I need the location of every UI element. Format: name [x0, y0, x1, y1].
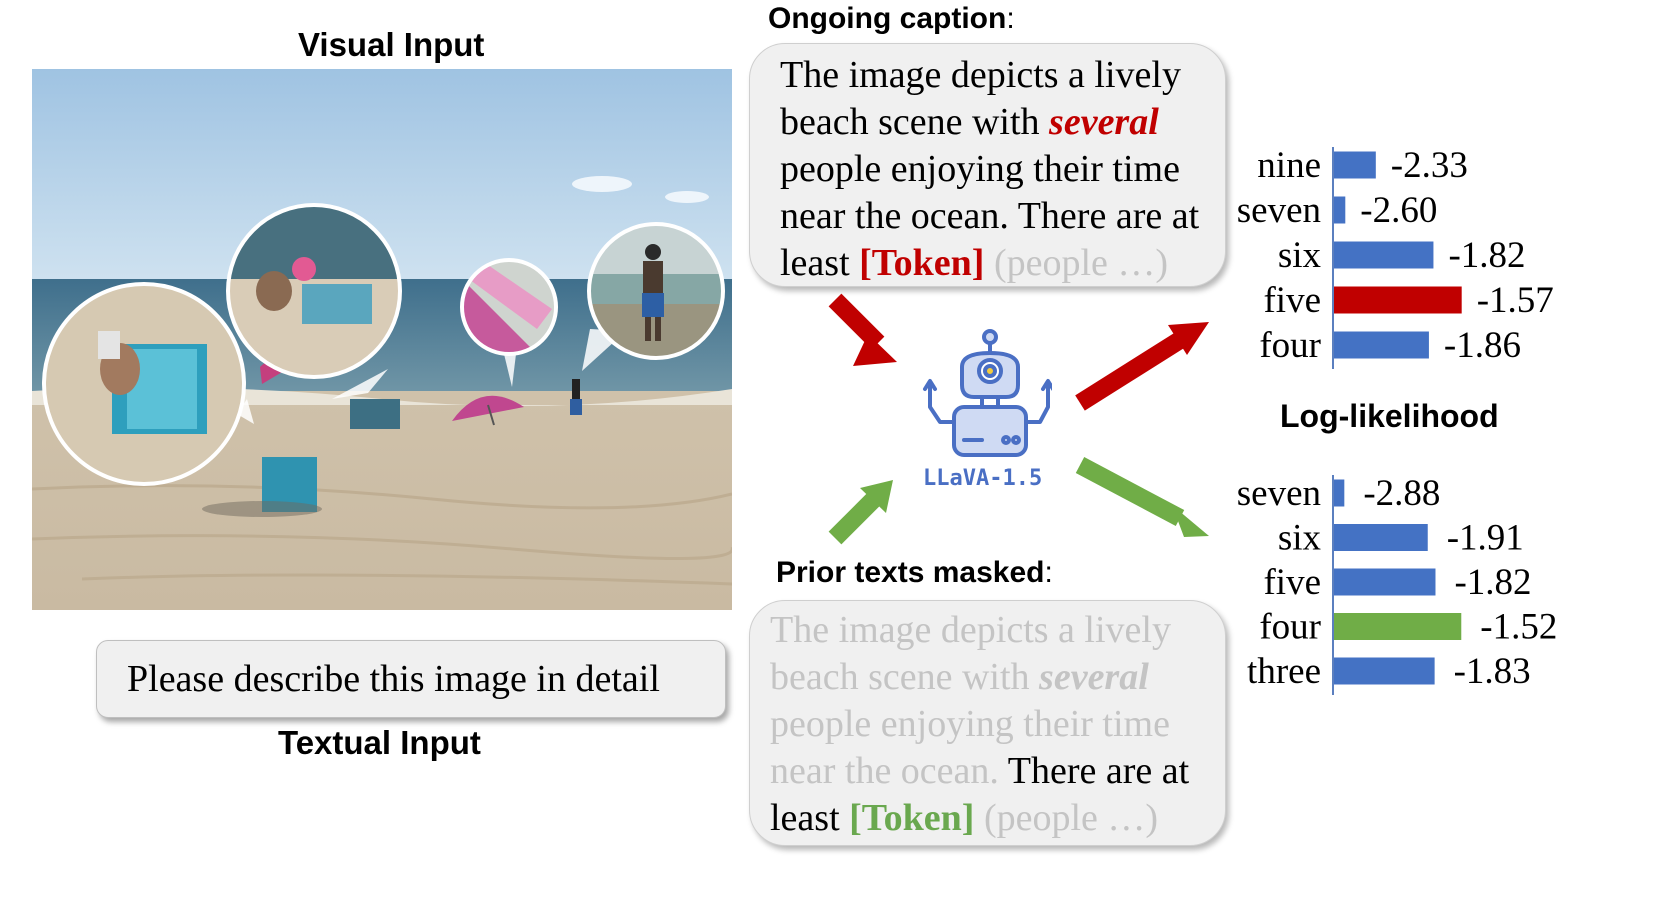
masked-emphasis-several: several: [1039, 656, 1149, 698]
value-label-six: -1.82: [1448, 235, 1525, 276]
arrow-model-to-top-chart: [1075, 322, 1209, 411]
masked-segment: near the ocean.: [770, 750, 999, 792]
caption-line: The image depicts a lively: [780, 52, 1199, 99]
beach-photo: [32, 69, 732, 610]
textual-input-prompt: Please describe this image in detail: [127, 658, 660, 700]
value-label-seven: -2.88: [1363, 473, 1440, 514]
masked-segment-visible: There are at: [998, 750, 1190, 792]
prior-masked-bubble: The image depicts a lively beach scene w…: [749, 600, 1226, 846]
prior-masked-title: Prior texts masked: [776, 556, 1045, 589]
caption-segment: The image depicts a lively: [780, 54, 1181, 96]
textual-input-box: Please describe this image in detail: [96, 640, 726, 718]
masked-continuation: (people …): [974, 797, 1159, 839]
prior-masked-text: The image depicts a lively beach scene w…: [770, 607, 1189, 842]
arrow-caption-to-model: [828, 293, 897, 366]
bar-seven: [1334, 196, 1346, 224]
category-label-seven: seven: [1237, 190, 1321, 231]
category-label-four: four: [1259, 325, 1321, 366]
bar-four: [1334, 613, 1462, 640]
category-label-five: five: [1263, 280, 1321, 321]
model-name: LLaVA-1.5: [923, 466, 1043, 491]
masked-line: least [Token] (people …): [770, 795, 1189, 842]
category-label-six: six: [1278, 235, 1322, 276]
value-label-four: -1.86: [1444, 325, 1521, 366]
robot-icon: [923, 329, 1052, 457]
caption-line: near the ocean. There are at: [780, 193, 1199, 240]
category-label-five: five: [1263, 562, 1321, 603]
bar-six: [1334, 524, 1428, 551]
log-likelihood-chart-bottom: seven -2.88 six -1.91 five -1.82 four -1.52 thre…: [1237, 473, 1557, 695]
bar-five: [1334, 568, 1436, 596]
caption-segment: least: [780, 242, 860, 284]
caption-continuation: (people …): [984, 242, 1169, 284]
value-label-seven: -2.60: [1360, 190, 1437, 231]
masked-line: near the ocean. There are at: [770, 748, 1189, 795]
category-label-four: four: [1259, 607, 1321, 648]
bar-five: [1334, 286, 1462, 314]
ongoing-caption-title: Ongoing caption: [768, 2, 1007, 35]
category-label-seven: seven: [1237, 473, 1321, 514]
textual-input-heading: Textual Input: [278, 724, 481, 761]
ongoing-caption-text: The image depicts a lively beach scene w…: [780, 52, 1199, 287]
bar-nine: [1334, 151, 1376, 179]
bar-three: [1334, 657, 1435, 685]
category-label-nine: nine: [1257, 145, 1321, 186]
caption-segment: people enjoying their time: [780, 148, 1180, 190]
masked-segment: beach scene with: [770, 656, 1040, 698]
masked-line: people enjoying their time: [770, 701, 1189, 748]
caption-emphasis-several: several: [1049, 101, 1159, 143]
value-label-four: -1.52: [1480, 607, 1557, 648]
value-label-five: -1.57: [1477, 280, 1554, 321]
caption-line: people enjoying their time: [780, 146, 1199, 193]
log-likelihood-label: Log-likelihood: [1280, 398, 1499, 434]
value-label-three: -1.83: [1454, 651, 1531, 692]
caption-line: least [Token] (people …): [780, 240, 1199, 287]
caption-line: beach scene with several: [780, 99, 1199, 146]
category-label-three: three: [1247, 651, 1321, 692]
masked-segment-visible: least: [770, 797, 850, 839]
caption-token-red: [Token]: [859, 242, 985, 284]
ongoing-caption-bubble: The image depicts a lively beach scene w…: [749, 43, 1226, 287]
caption-segment: beach scene with: [780, 101, 1050, 143]
visual-input-heading: Visual Input: [298, 26, 485, 63]
bar-seven: [1334, 479, 1345, 507]
value-label-nine: -2.33: [1391, 145, 1468, 186]
prior-masked-colon: :: [1044, 556, 1053, 589]
prior-masked-heading: Prior texts masked:: [776, 556, 1053, 590]
log-likelihood-chart-top: nine -2.33 seven -2.60 six -1.82 five -1.57 four…: [1237, 145, 1554, 369]
ongoing-caption-colon: :: [1006, 2, 1015, 35]
arrow-masked-to-model: [828, 480, 893, 545]
masked-segment: The image depicts a lively: [770, 609, 1171, 651]
bar-four: [1334, 331, 1429, 359]
arrow-model-to-bottom-chart: [1075, 457, 1209, 537]
masked-line: The image depicts a lively: [770, 607, 1189, 654]
masked-segment: people enjoying their time: [770, 703, 1170, 745]
bar-six: [1334, 241, 1434, 269]
caption-segment: near the ocean. There are at: [780, 195, 1200, 237]
masked-token-green: [Token]: [849, 797, 975, 839]
category-label-six: six: [1278, 518, 1322, 559]
masked-line: beach scene with several: [770, 654, 1189, 701]
ongoing-caption-heading: Ongoing caption:: [768, 2, 1015, 36]
value-label-five: -1.82: [1454, 562, 1531, 603]
value-label-six: -1.91: [1447, 518, 1524, 559]
